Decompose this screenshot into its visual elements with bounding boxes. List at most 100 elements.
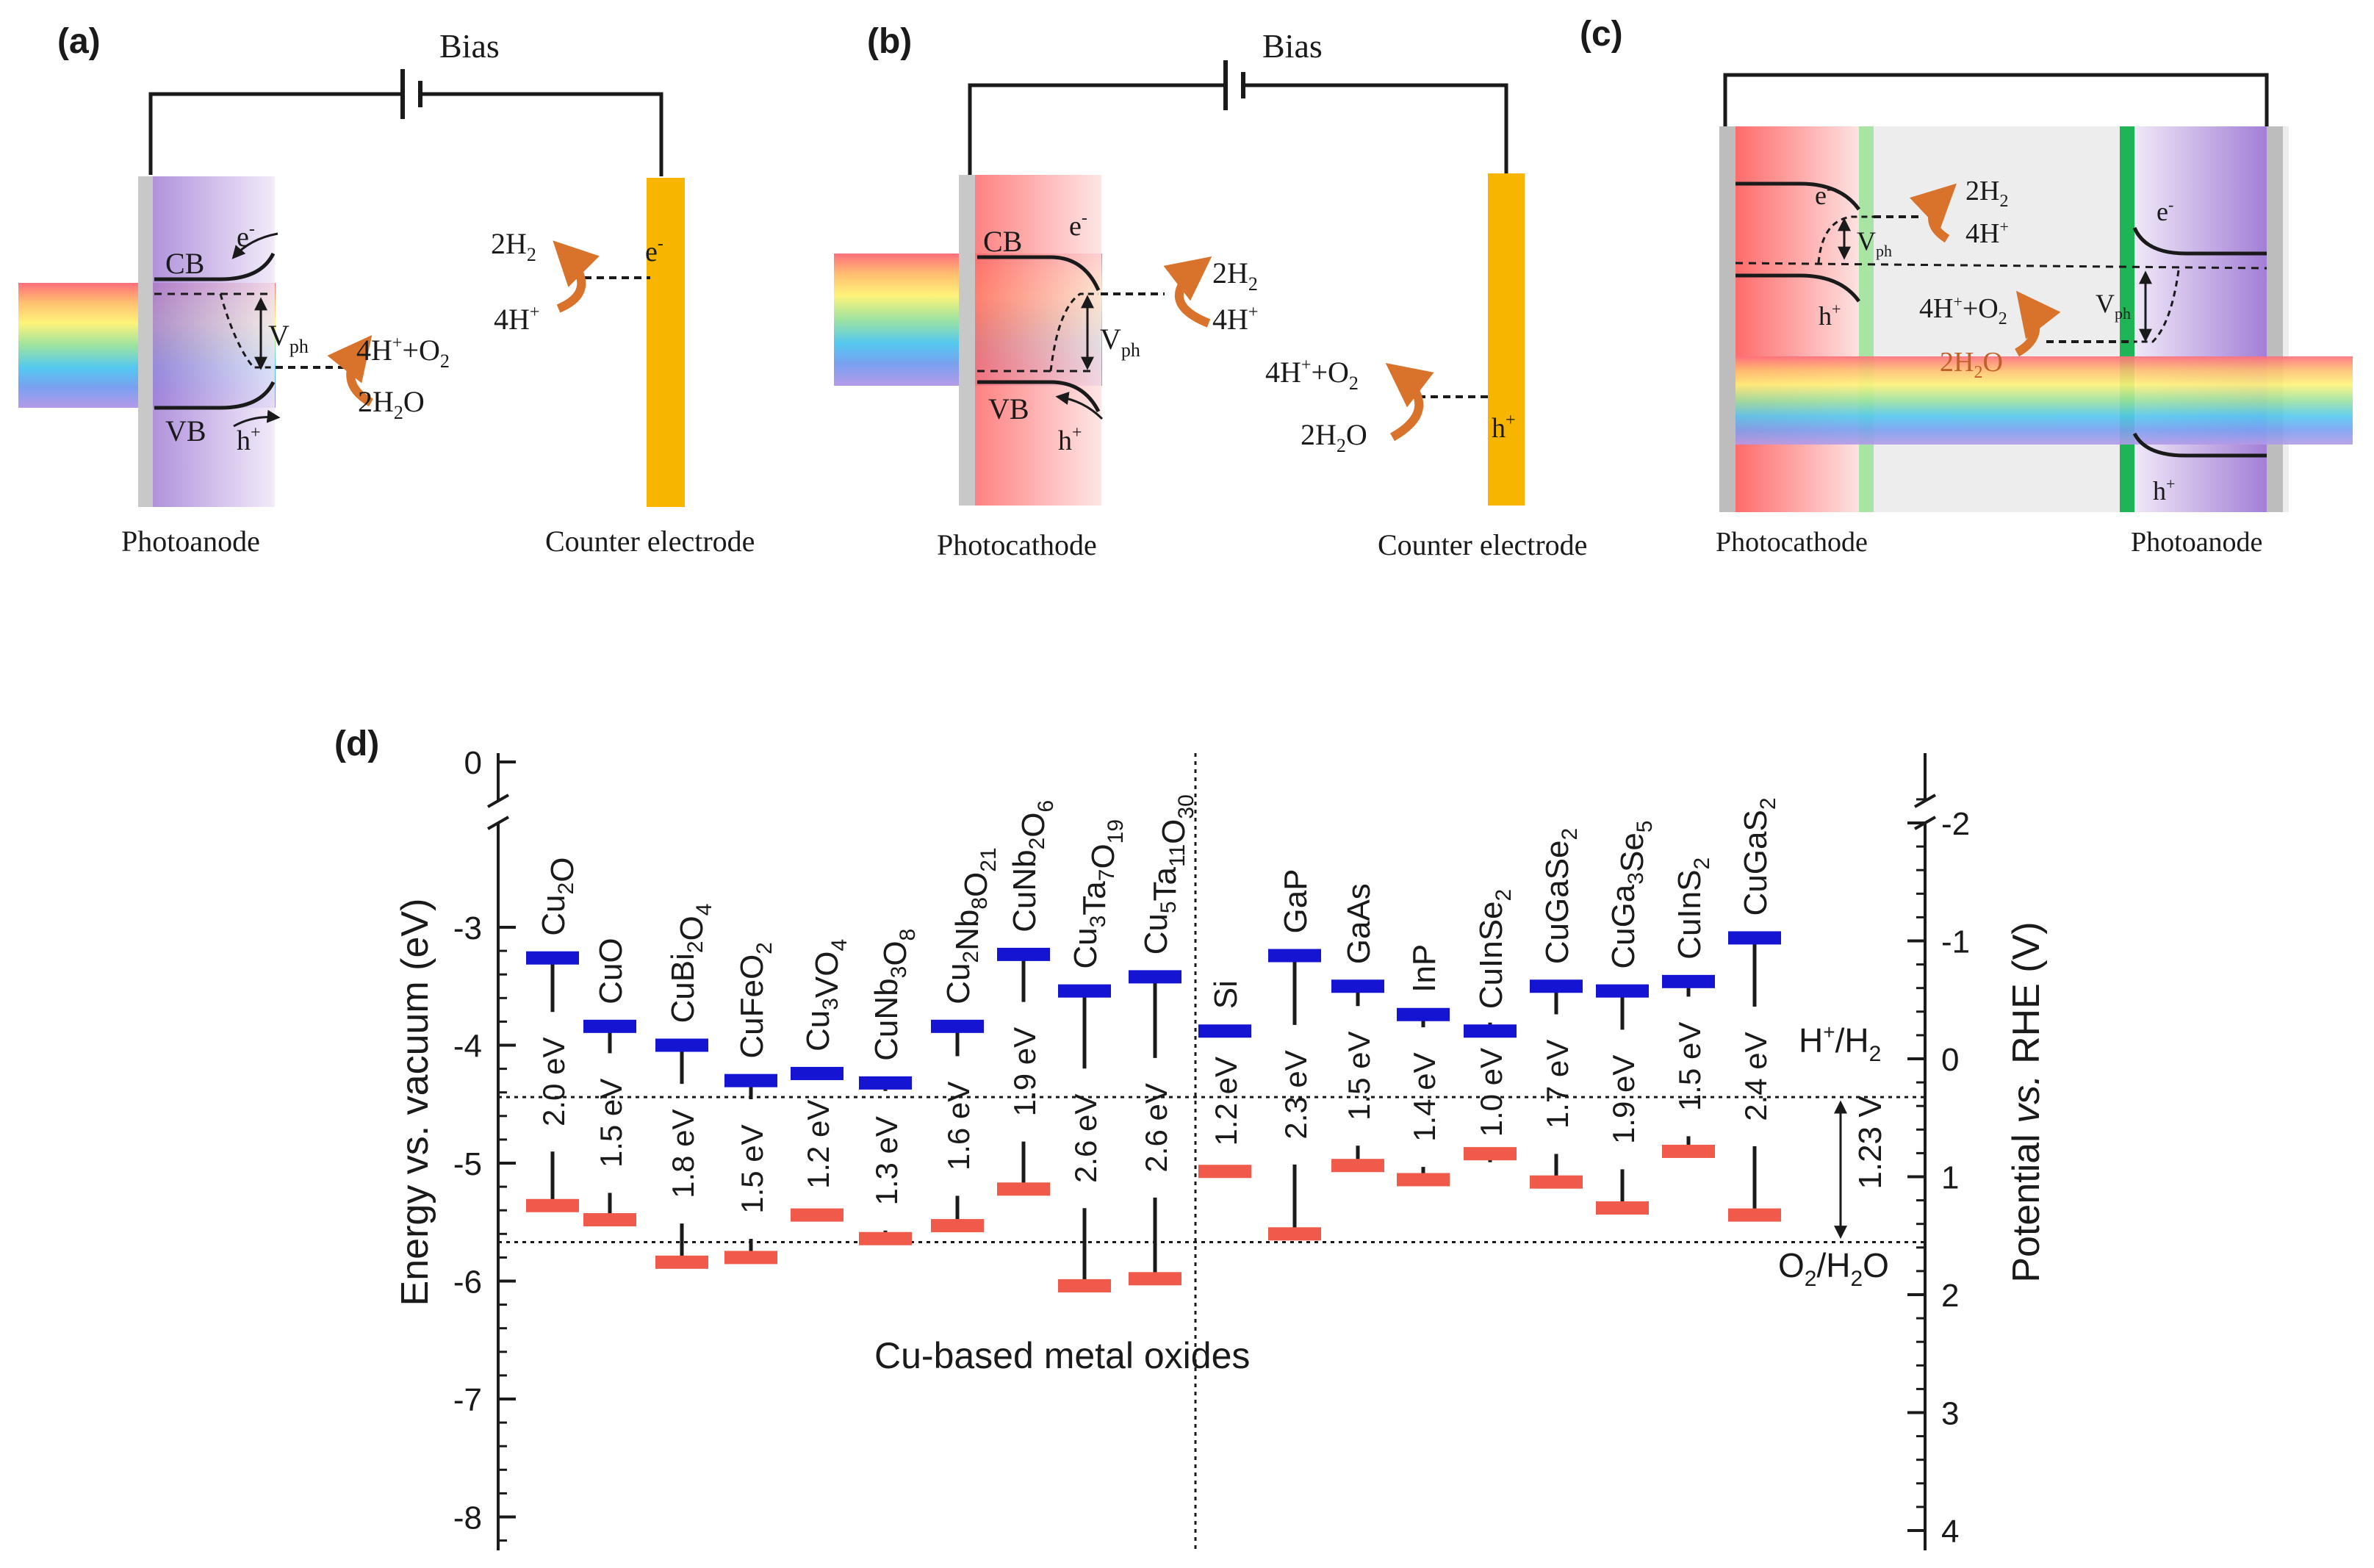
material-name: CuBi2O4: [665, 904, 716, 1024]
gap-value-label: 1.5 eV: [1672, 1022, 1707, 1111]
vb-edge-b: [977, 380, 1101, 413]
ox-product-b: 4H++O2: [1265, 356, 1359, 394]
vb-bar: [1129, 1272, 1181, 1286]
red-product-b: 2H2: [1212, 256, 1258, 295]
material-name: Cu2Nb8O21: [940, 847, 1001, 1004]
electron-label-b: e-: [1069, 209, 1087, 242]
gap-value-label: 2.6 eV: [1139, 1083, 1173, 1172]
gap-value-label: 1.7 eV: [1540, 1040, 1575, 1129]
panel-a: (a) Bias Vph CB VB e- h+ 4H++O2 2H2O e-: [18, 22, 755, 558]
photoanode-body-c: [2134, 126, 2267, 512]
cb-label-a: CB: [165, 247, 204, 280]
cb-bar: [1129, 970, 1181, 984]
gap-label-123: 1.23 V: [1852, 1096, 1888, 1190]
cb-bar: [1058, 984, 1111, 998]
cb-bar: [724, 1073, 777, 1087]
material-name: InP: [1406, 944, 1442, 993]
gap-value-label: 1.5 eV: [1342, 1032, 1376, 1121]
vb-bar: [791, 1208, 844, 1222]
cb-edge-a: [154, 252, 276, 281]
y-axis-right-title: Potential vs. RHE (V): [2005, 921, 2048, 1282]
vb-bar: [583, 1213, 636, 1227]
red-product-c: 2H2: [1965, 176, 2008, 211]
cb-bar: [791, 1067, 844, 1081]
vb-label-b: VB: [988, 392, 1029, 425]
vb-edge-c-right: [2132, 432, 2267, 458]
gap-value-label: 1.2 eV: [1209, 1057, 1243, 1146]
red-reactant-b: 4H+: [1212, 303, 1258, 336]
material-name: Cu5Ta11O30: [1138, 794, 1198, 954]
bias-label-a: Bias: [439, 27, 500, 65]
right-tick-label: 1: [1941, 1160, 1959, 1196]
light-beam-c: [1735, 356, 2353, 445]
cb-bar: [1331, 979, 1384, 993]
material-name: CuGa3Se5: [1605, 821, 1657, 969]
ox-reactant-c: 2H2O: [1940, 347, 2003, 382]
right-tick-label: 0: [1941, 1042, 1959, 1078]
vb-bar: [931, 1219, 984, 1233]
circuit-wire-left-b: [968, 83, 1226, 175]
material-name: Cu3VO4: [800, 939, 852, 1051]
vb-bar: [1268, 1227, 1321, 1241]
photocathode-body: [975, 175, 1101, 506]
vb-bar: [1058, 1279, 1111, 1292]
photoanode-label-a: Photoanode: [121, 525, 260, 558]
vb-bar: [1728, 1208, 1781, 1222]
photocathode-label-b: Photocathode: [937, 528, 1097, 561]
right-tick-label: 3: [1941, 1396, 1959, 1432]
vb-bar: [859, 1231, 912, 1245]
right-tick-label: -2: [1941, 806, 1970, 842]
vph-label-c-right: Vph: [2096, 289, 2131, 323]
left-tick-label: 0: [464, 745, 482, 781]
oxidation-arrow-b: [1385, 363, 1434, 442]
vb-bar: [1464, 1147, 1517, 1161]
cb-bar: [859, 1076, 912, 1090]
cb-bar: [1397, 1007, 1450, 1021]
counter-electrode-label-b: Counter electrode: [1378, 528, 1587, 561]
material-name: CuFeO2: [734, 942, 777, 1059]
gap-value-label: 1.3 eV: [869, 1116, 904, 1205]
y-axis-left-break: [487, 794, 509, 830]
vph-label-c-left: Vph: [1857, 226, 1892, 260]
oxidation-arrow-c: [2014, 290, 2061, 357]
left-tick-label: -4: [453, 1029, 482, 1065]
counter-electrode-b: [1488, 173, 1525, 506]
gap-value-label: 2.0 eV: [536, 1037, 571, 1126]
cb-bar: [931, 1019, 984, 1033]
material-name: CuGaS2: [1738, 797, 1780, 916]
left-tick-label: -3: [453, 910, 482, 946]
right-tick-label: 2: [1941, 1278, 1959, 1314]
circuit-wire-right-b: [1243, 83, 1508, 173]
electron-label-c: e-: [1815, 179, 1832, 210]
material-name: CuO: [593, 938, 629, 1004]
bias-label-b: Bias: [1262, 27, 1323, 65]
panel-b-letter: (b): [867, 22, 912, 61]
gap-value-label: 1.0 eV: [1474, 1048, 1508, 1137]
hole-label-a: h+: [237, 423, 261, 456]
hole-label-ce-b: h+: [1492, 411, 1516, 444]
cb-bar: [526, 951, 579, 965]
gap-value-label: 1.6 eV: [941, 1082, 976, 1170]
vb-bar: [1198, 1165, 1251, 1179]
reduction-arrow-a: [553, 240, 600, 313]
quasi-fermi-a: [219, 293, 273, 369]
cb-edge-b: [977, 255, 1101, 292]
electron-arrow-a: [231, 232, 278, 259]
material-name: CuNb3O8: [868, 929, 920, 1061]
vb-bar: [724, 1251, 777, 1265]
gap-value-label: 1.4 eV: [1407, 1052, 1442, 1141]
red-reactant-c: 4H+: [1965, 217, 2009, 249]
cb-edge-c-right: [2132, 226, 2267, 256]
gap-value-label: 1.5 eV: [594, 1079, 628, 1168]
left-tick-label: -7: [453, 1382, 482, 1418]
photocathode-label-c: Photocathode: [1716, 527, 1868, 558]
cb-bar: [1530, 979, 1583, 993]
panel-d-band-chart: (d) Cu-based metal oxides Energy vs. vac…: [334, 724, 2048, 1550]
vb-bar: [1662, 1144, 1715, 1158]
material-name: GaP: [1278, 868, 1314, 933]
cb-bar: [1198, 1024, 1251, 1038]
cb-bar: [655, 1038, 708, 1052]
cb-bar: [1662, 974, 1715, 988]
ox-product-c: 4H++O2: [1919, 292, 2007, 328]
counter-electrode-label-a: Counter electrode: [545, 525, 755, 558]
